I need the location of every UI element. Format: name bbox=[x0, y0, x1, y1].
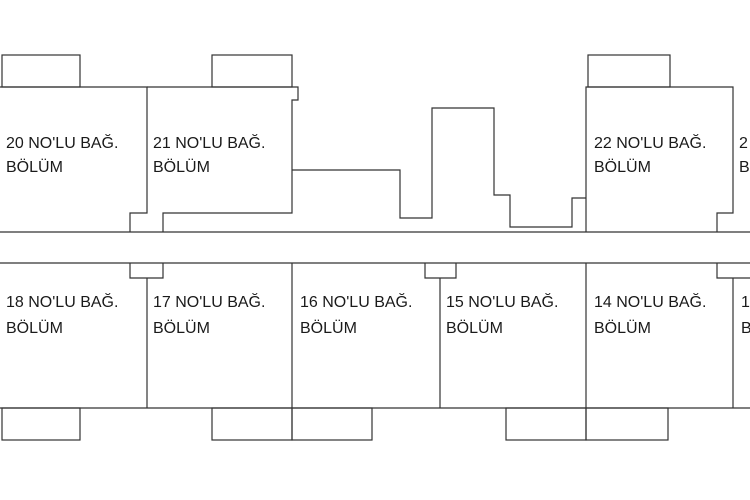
unit-14-type: BÖLÜM bbox=[594, 319, 651, 337]
unit-14: 14 NO'LU BAĞ. BÖLÜM bbox=[594, 292, 706, 337]
balcony-15 bbox=[505, 407, 587, 441]
unit-20-type: BÖLÜM bbox=[6, 158, 63, 176]
unit-23-partial: 2 B bbox=[739, 135, 750, 176]
unit-23-type: B bbox=[739, 159, 750, 176]
balcony-20 bbox=[1, 54, 81, 88]
unit-17-name: 17 NO'LU BAĞ. bbox=[153, 292, 265, 311]
balcony-16 bbox=[291, 407, 373, 441]
wall-notch-14 bbox=[716, 263, 750, 279]
unit-16: 16 NO'LU BAĞ. BÖLÜM bbox=[300, 292, 412, 337]
unit-18-type: BÖLÜM bbox=[6, 319, 63, 337]
balcony-18 bbox=[1, 407, 81, 441]
unit-16-name: 16 NO'LU BAĞ. bbox=[300, 292, 412, 311]
unit-13-name: 1 bbox=[741, 294, 750, 311]
unit-20-name: 20 NO'LU BAĞ. bbox=[6, 133, 118, 152]
unit-14-name: 14 NO'LU BAĞ. bbox=[594, 292, 706, 311]
unit-18: 18 NO'LU BAĞ. BÖLÜM bbox=[6, 292, 118, 337]
unit-22-type: BÖLÜM bbox=[594, 158, 651, 176]
wall-unit-21 bbox=[147, 86, 299, 232]
unit-13-partial: 1 B bbox=[741, 294, 750, 337]
plan-walls bbox=[0, 54, 750, 441]
unit-22: 22 NO'LU BAĞ. BÖLÜM bbox=[594, 133, 706, 176]
unit-21: 21 NO'LU BAĞ. BÖLÜM bbox=[153, 133, 265, 176]
wall-stair-core bbox=[292, 107, 586, 228]
balcony-22 bbox=[587, 54, 671, 88]
wall-notch-18-17 bbox=[129, 263, 164, 279]
unit-20: 20 NO'LU BAĞ. BÖLÜM bbox=[6, 133, 118, 176]
unit-21-name: 21 NO'LU BAĞ. bbox=[153, 133, 265, 152]
unit-15-type: BÖLÜM bbox=[446, 319, 503, 337]
unit-15-name: 15 NO'LU BAĞ. bbox=[446, 292, 558, 311]
unit-23-name: 2 bbox=[739, 135, 748, 152]
unit-22-name: 22 NO'LU BAĞ. bbox=[594, 133, 706, 152]
wall-unit-20 bbox=[0, 86, 148, 232]
balcony-14 bbox=[585, 407, 669, 441]
wall-notch-16-15 bbox=[424, 263, 457, 279]
unit-21-type: BÖLÜM bbox=[153, 158, 210, 176]
unit-17: 17 NO'LU BAĞ. BÖLÜM bbox=[153, 292, 265, 337]
unit-18-name: 18 NO'LU BAĞ. bbox=[6, 292, 118, 311]
unit-15: 15 NO'LU BAĞ. BÖLÜM bbox=[446, 292, 558, 337]
balcony-21 bbox=[211, 54, 293, 88]
balcony-17 bbox=[211, 407, 293, 441]
unit-13-type: B bbox=[741, 320, 750, 337]
unit-16-type: BÖLÜM bbox=[300, 319, 357, 337]
wall-unit-22 bbox=[585, 86, 734, 232]
unit-17-type: BÖLÜM bbox=[153, 319, 210, 337]
